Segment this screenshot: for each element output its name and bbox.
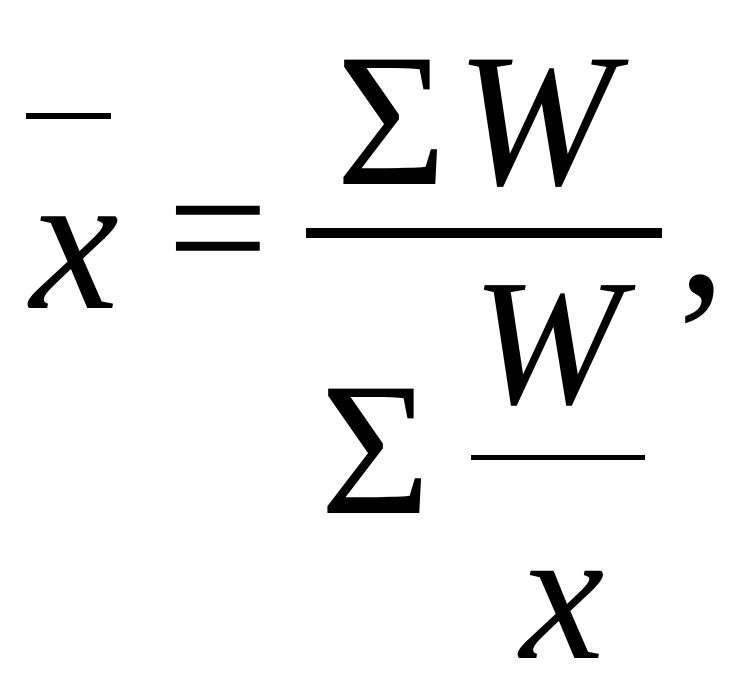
- equals-sign: =: [167, 128, 269, 327]
- inner-fraction-bar: [471, 455, 645, 460]
- main-fraction-bar: [306, 228, 662, 238]
- inner-denominator-variable-x: x: [520, 490, 605, 700]
- inner-numerator-variable-w: W: [472, 243, 622, 442]
- lhs-variable-x: x: [30, 131, 119, 352]
- denominator-sum-symbol: Σ: [320, 345, 431, 555]
- numerator-variable-w: W: [456, 16, 615, 226]
- mean-overline: [26, 113, 111, 119]
- weighted-harmonic-mean-formula: x = Σ W , Σ W x: [26, 16, 726, 690]
- numerator-sum-symbol: Σ: [336, 16, 447, 226]
- trailing-comma: ,: [678, 126, 726, 336]
